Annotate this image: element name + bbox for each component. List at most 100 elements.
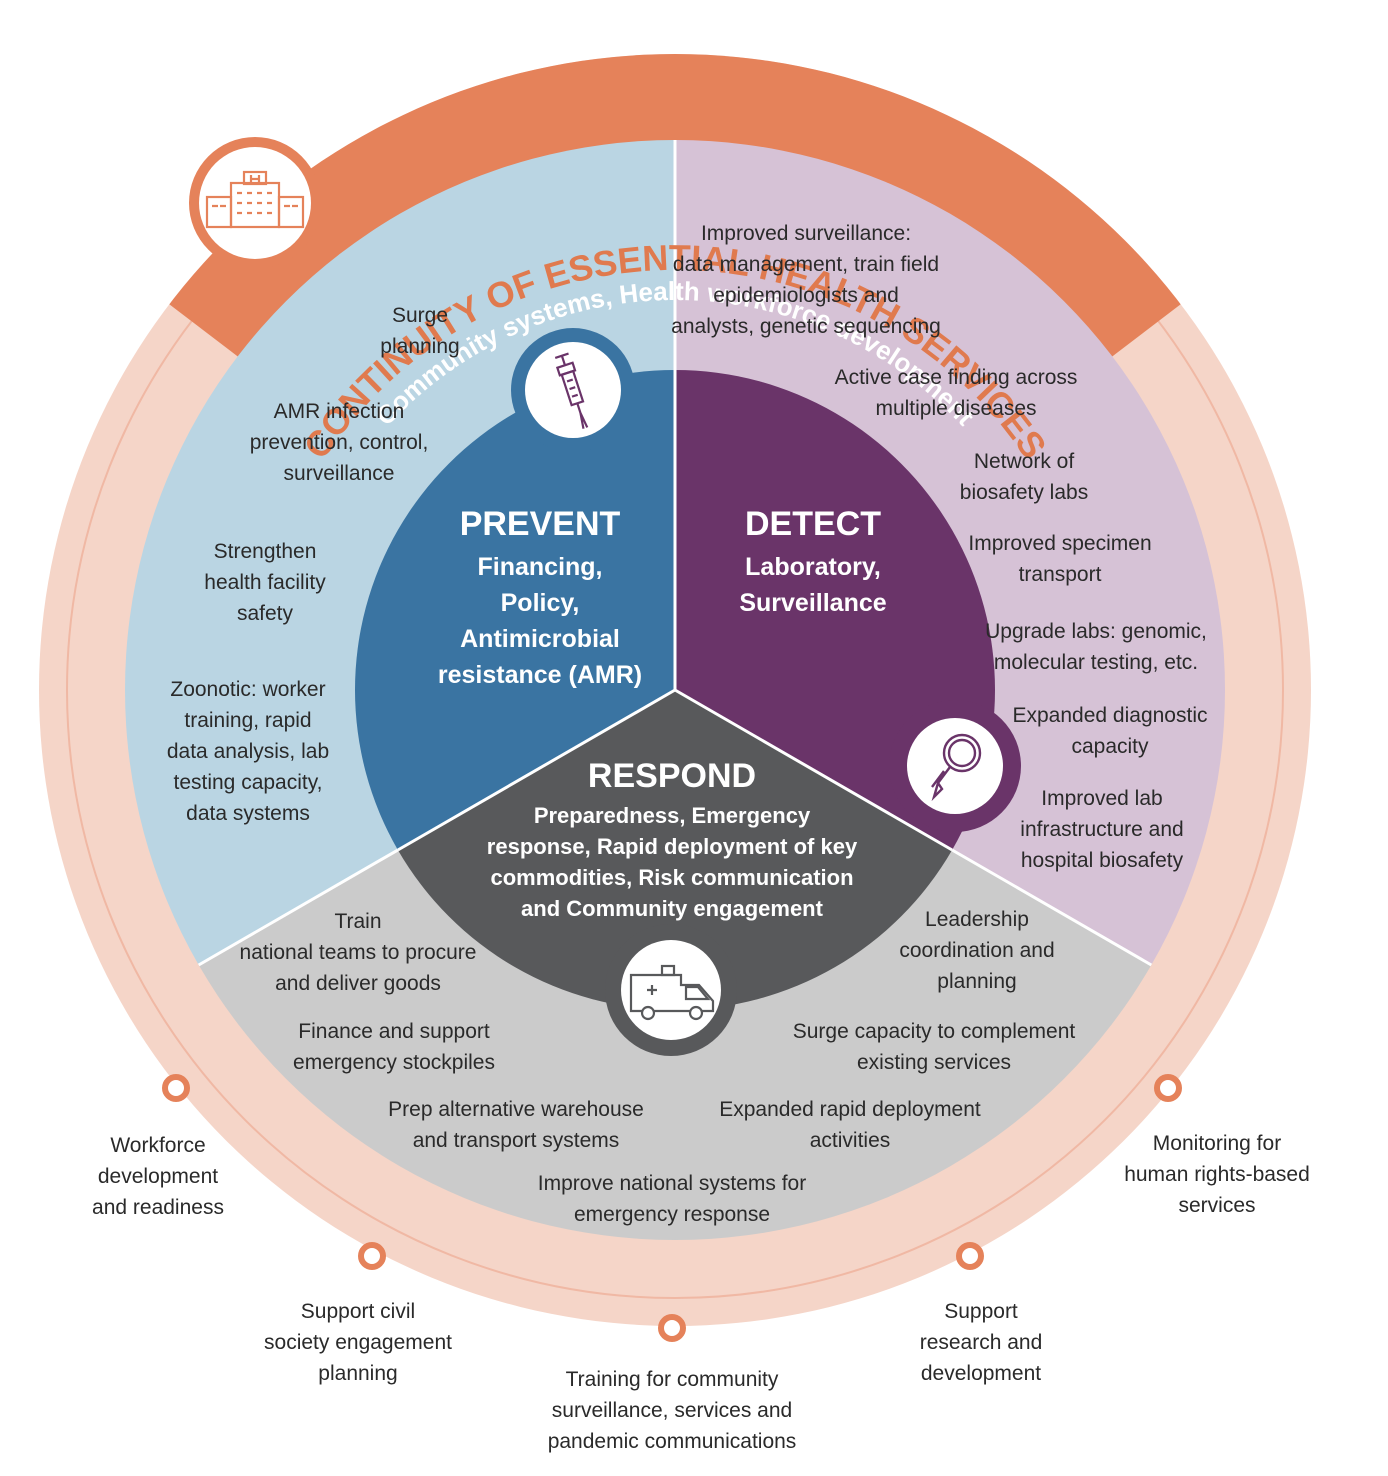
hospital-icon (189, 137, 321, 269)
prevent-item: Zoonotic: worker training, rapid data anal… (167, 678, 329, 825)
outer-item-line: planning (318, 1362, 397, 1385)
respond-item: Train national teams to procure and delive… (240, 910, 477, 995)
outer-item-line: pandemic communications (548, 1430, 797, 1453)
detect-item: Upgrade labs: genomic, molecular testing,… (985, 620, 1207, 674)
detect-item-line: Upgrade labs: genomic, (985, 620, 1207, 643)
prevent-item-line: AMR infection (274, 400, 405, 423)
ring-marker (1154, 1074, 1182, 1102)
detect-subtitle-line: Laboratory, (745, 553, 881, 581)
respond-item-line: existing services (857, 1051, 1011, 1074)
outer-item-line: services (1178, 1194, 1255, 1217)
outer-item: Support civil society engagement planning (264, 1300, 452, 1385)
outer-item-line: surveillance, services and (552, 1399, 792, 1422)
detect-item-line: analysts, genetic sequencing (671, 315, 941, 338)
detect-item-line: Improved surveillance: (701, 222, 911, 245)
detect-item: Improved surveillance:data management, t… (671, 222, 941, 338)
respond-subtitle-line: and Community engagement (521, 896, 824, 921)
prevent-subtitle-line: resistance (AMR) (438, 661, 642, 689)
magnifying-glass-icon (889, 700, 1021, 832)
outer-item-line: society engagement (264, 1331, 452, 1354)
respond-item-line: emergency response (574, 1203, 770, 1226)
prevent-item-line: Surge (392, 304, 448, 327)
prevent-subtitle-line: Policy, (501, 589, 580, 617)
detect-item: Expanded diagnostic capacity (1013, 704, 1208, 758)
respond-item-line: Finance and support (298, 1020, 490, 1043)
respond-item-line: Prep alternative warehouse (388, 1098, 644, 1121)
respond-item-line: Train (334, 910, 381, 933)
prevent-item-line: surveillance (284, 462, 395, 485)
respond-item-line: planning (937, 970, 1016, 993)
detect-item: Improved lab infrastructure and hospital b… (1020, 787, 1183, 872)
outer-item-line: development (98, 1165, 218, 1188)
outer-item-line: human rights-based (1124, 1163, 1310, 1186)
detect-item-line: biosafety labs (960, 481, 1088, 504)
respond-item-line: activities (810, 1129, 891, 1152)
respond-title: RESPOND (588, 757, 756, 795)
prevent-item-line: data analysis, lab (167, 740, 329, 763)
detect-item-line: Expanded diagnostic (1013, 704, 1208, 727)
respond-item: Expanded rapid deployment activities (719, 1098, 981, 1152)
prevent-item: AMR infection prevention, control, surveil… (250, 400, 429, 485)
syringe-icon (511, 328, 635, 452)
prevent-item-line: data systems (186, 802, 310, 825)
respond-item: Surge capacity to complement existing ser… (793, 1020, 1076, 1074)
outer-item-line: Support civil (301, 1300, 415, 1323)
prevent-item-line: safety (237, 602, 294, 625)
outer-item-line: research and (920, 1331, 1043, 1354)
outer-item-line: Workforce (110, 1134, 205, 1157)
prevent-item-line: Strengthen (214, 540, 317, 563)
detect-item-line: molecular testing, etc. (994, 651, 1198, 674)
outer-item: Monitoring for human rights-based services (1124, 1132, 1310, 1217)
respond-item: Finance and support emergency stockpiles (293, 1020, 495, 1074)
detect-item-line: infrastructure and (1020, 818, 1183, 841)
detect-item-line: hospital biosafety (1021, 849, 1184, 872)
inner-divider (674, 688, 953, 852)
outer-item: Workforce development and readiness (92, 1134, 224, 1219)
prevent-subtitle-line: Antimicrobial (460, 625, 620, 653)
prevent-inner-sector (355, 370, 675, 850)
detect-item: Network of biosafety labs (960, 450, 1088, 504)
prevent-item-line: prevention, control, (250, 431, 429, 454)
respond-item-line: Leadership (925, 908, 1029, 931)
detect-item-line: epidemiologists and (713, 284, 899, 307)
respond-item-line: national teams to procure (240, 941, 477, 964)
detect-subtitle: Laboratory, Surveillance (739, 553, 886, 617)
prevent-title: PREVENT (460, 505, 621, 543)
ring-marker (658, 1314, 686, 1342)
prevent-item-line: health facility (204, 571, 326, 594)
prevent-item: Strengthen health facility safety (204, 540, 326, 625)
detect-item-line: capacity (1071, 735, 1149, 758)
detect-subtitle-line: Surveillance (739, 589, 886, 617)
outer-item-line: Training for community (566, 1368, 779, 1391)
prevent-subtitle-line: Financing, (478, 553, 603, 581)
respond-item-line: and deliver goods (275, 972, 441, 995)
respond-item-line: Expanded rapid deployment (719, 1098, 981, 1121)
detect-item-line: transport (1019, 563, 1102, 586)
ring-marker (162, 1074, 190, 1102)
respond-inner-sector (397, 690, 953, 1010)
respond-item-line: emergency stockpiles (293, 1051, 495, 1074)
ring-marker (956, 1242, 984, 1270)
inner-divider (397, 688, 676, 852)
detect-item-line: Network of (974, 450, 1075, 473)
outer-item-line: and readiness (92, 1196, 224, 1219)
prevent-subtitle: Financing, Policy, Antimicrobial resistance… (438, 553, 642, 689)
outer-item-line: Support (944, 1300, 1018, 1323)
ring-marker (358, 1242, 386, 1270)
respond-subtitle-line: response, Rapid deployment of key (487, 834, 858, 859)
respond-item-line: Improve national systems for (538, 1172, 806, 1195)
respond-item-line: Surge capacity to complement (793, 1020, 1076, 1043)
outer-item-line: Monitoring for (1153, 1132, 1281, 1155)
detect-item-line: Improved lab (1041, 787, 1162, 810)
prevent-item-line: training, rapid (184, 709, 311, 732)
detect-item-line: Active case finding across (835, 366, 1078, 389)
prevent-item-line: Zoonotic: worker (170, 678, 325, 701)
